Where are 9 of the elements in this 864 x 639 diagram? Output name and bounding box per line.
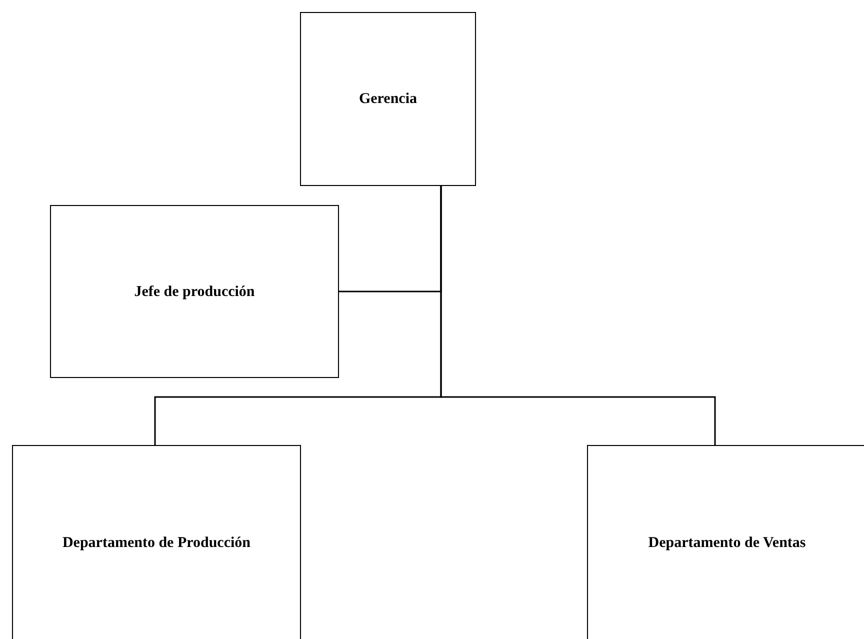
box-title: Departamento de Ventas [648, 534, 806, 552]
box-title: Jefe de producción [134, 282, 255, 302]
box-title: Gerencia [358, 90, 418, 109]
connector-line [440, 186, 716, 445]
org-box [300, 12, 476, 186]
box-title: Departamento de Producción [62, 534, 251, 552]
org-box [587, 445, 864, 639]
org-box [12, 445, 301, 639]
org-box [50, 205, 339, 378]
